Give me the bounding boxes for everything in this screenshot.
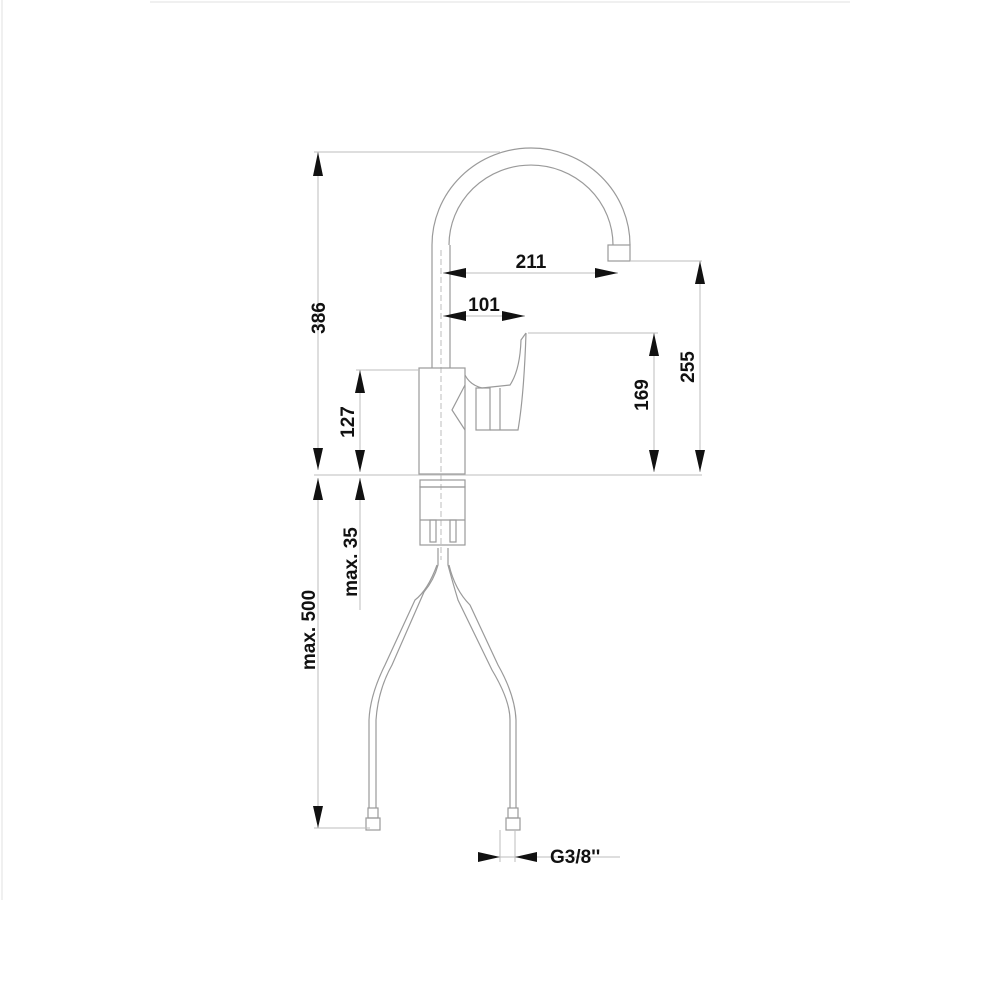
label-169: 169 <box>632 379 653 411</box>
hoses <box>365 548 521 831</box>
dimension-max-500: max. 500 <box>299 478 323 828</box>
shank <box>419 479 466 546</box>
label-386: 386 <box>309 302 330 334</box>
dimension-max-35: max. 35 <box>341 478 365 610</box>
body <box>418 332 527 475</box>
label-g38: G3/8'' <box>550 847 600 868</box>
dimension-thread: G3/8'' <box>478 847 620 868</box>
label-127: 127 <box>338 406 359 438</box>
dimension-101: 101 <box>443 295 525 321</box>
dimension-211: 211 <box>443 252 618 278</box>
label-max-500: max. 500 <box>299 590 320 670</box>
label-255: 255 <box>678 351 699 383</box>
extension-lines <box>314 151 702 862</box>
dimension-127: 127 <box>338 370 365 472</box>
dimension-169: 169 <box>632 333 659 472</box>
spout <box>431 147 631 560</box>
dimension-255: 255 <box>678 261 705 472</box>
label-101: 101 <box>468 295 500 316</box>
label-max-35: max. 35 <box>341 527 362 597</box>
dimension-386: 386 <box>309 152 330 470</box>
label-211: 211 <box>516 252 547 273</box>
